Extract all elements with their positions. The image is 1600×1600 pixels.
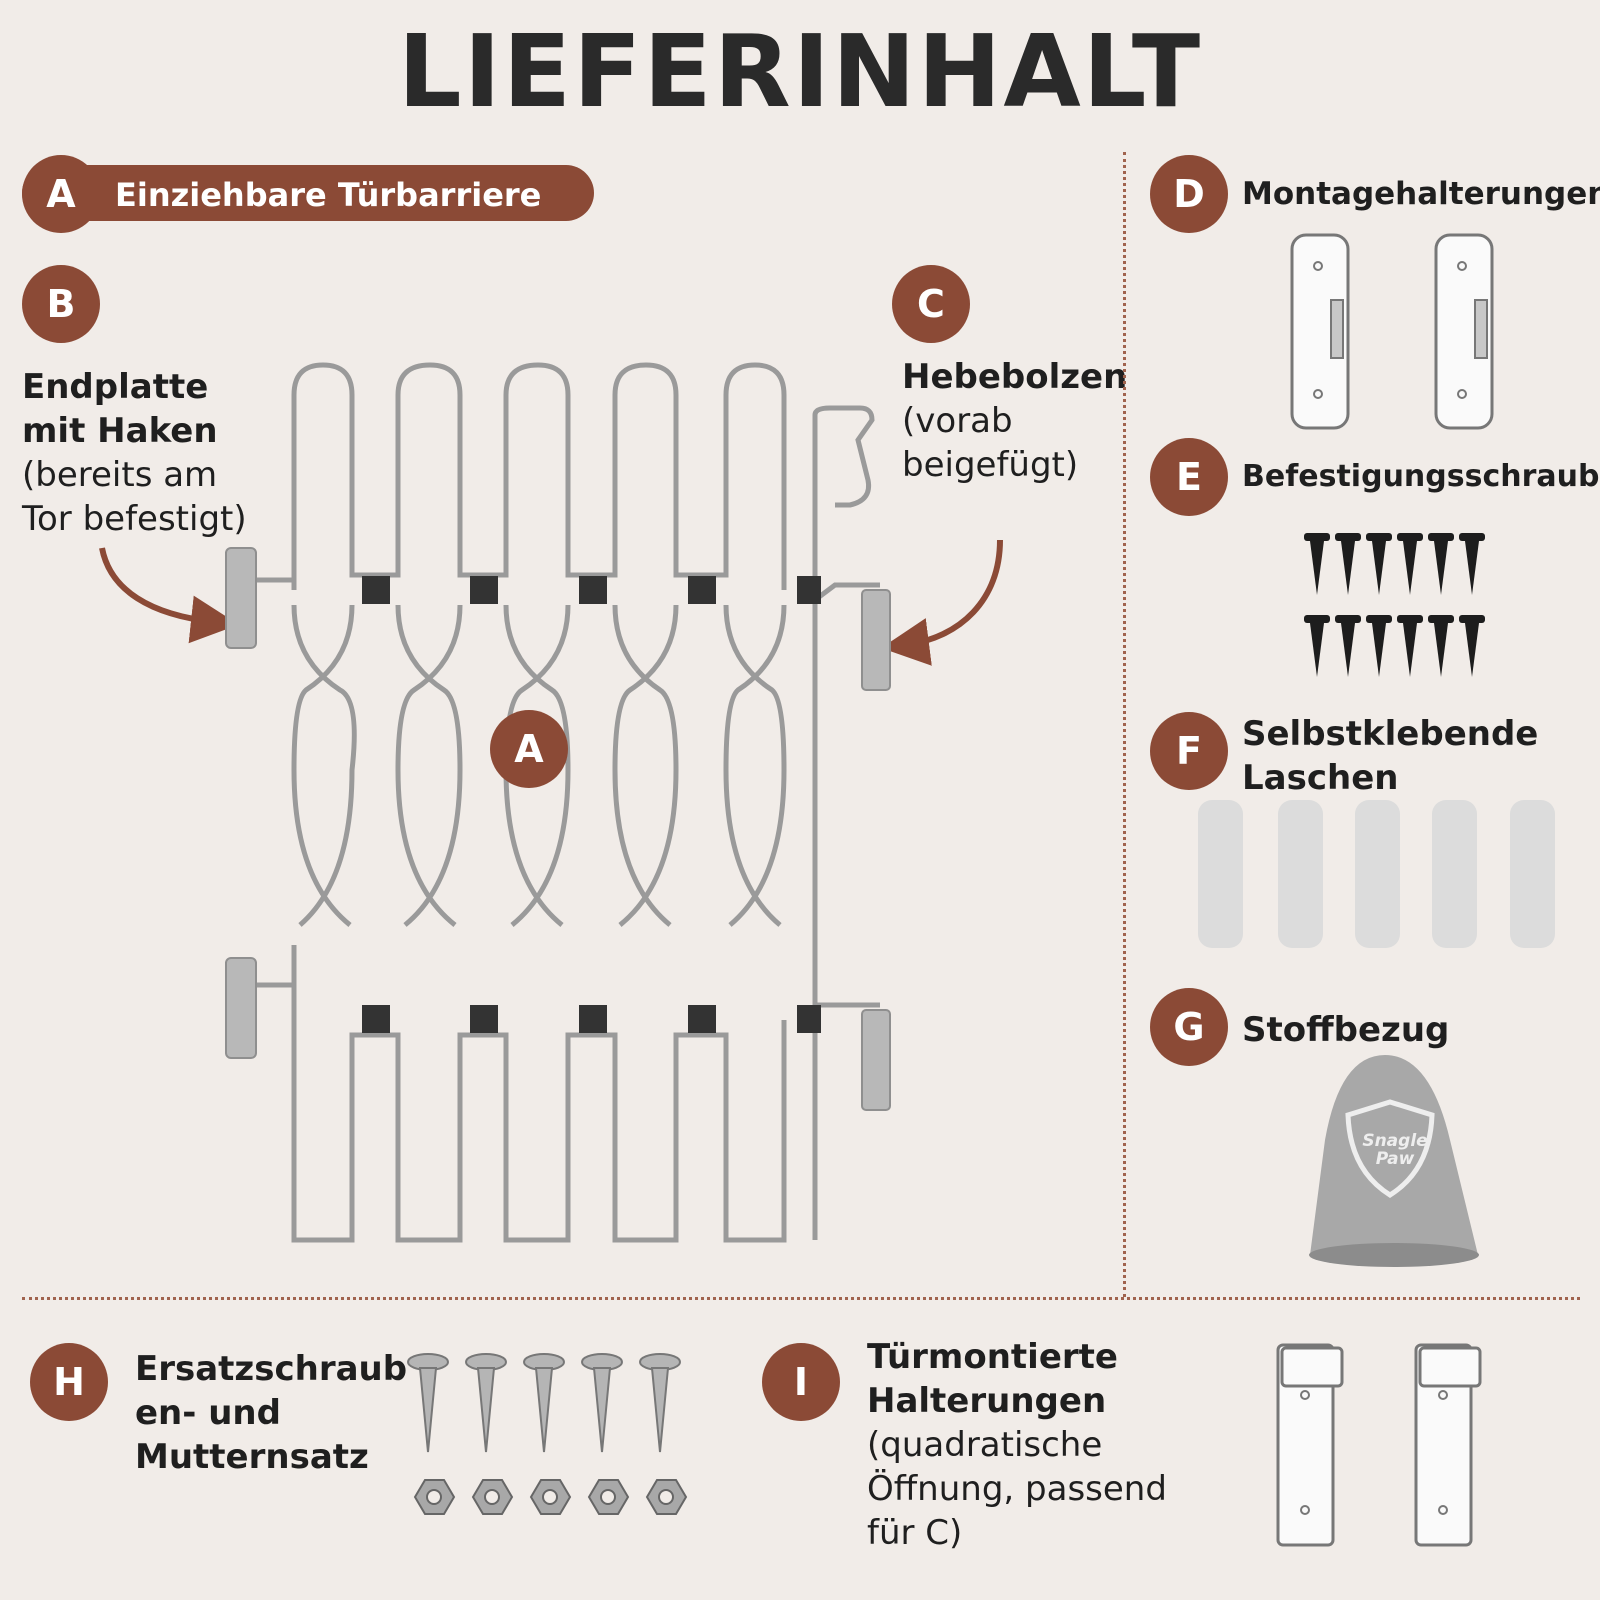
badge-h: H (30, 1343, 108, 1421)
item-b-line4: Tor befestigt) (22, 499, 247, 539)
fabric-cover-icon (1309, 1055, 1479, 1267)
item-f-line1: Selbstklebende (1242, 714, 1539, 754)
page-title: LIEFERINHALT (397, 13, 1203, 130)
horizontal-divider (22, 1297, 1580, 1300)
badge-gate-a: A (490, 710, 568, 788)
badge-f: F (1150, 712, 1228, 790)
item-h-line2: en- und (135, 1393, 281, 1433)
adhesive-tab (1278, 800, 1323, 948)
item-b-text: Endplatte mit Haken (bereits am Tor befe… (22, 365, 247, 541)
item-c-line1: Hebebolzen (902, 357, 1128, 397)
item-h-line3: Mutternsatz (135, 1437, 369, 1477)
item-a-label: Einziehbare Türbarriere (115, 176, 542, 214)
item-d-label: Montagehalterungen (1242, 176, 1600, 212)
steel-screw-icon (407, 1353, 681, 1453)
item-c-line2: (vorab (902, 401, 1013, 441)
item-b-line2: mit Haken (22, 411, 218, 451)
badge-b: B (22, 265, 100, 343)
badge-i: I (762, 1343, 840, 1421)
item-b-line1: Endplatte (22, 367, 209, 407)
badge-e: E (1150, 438, 1228, 516)
item-h-line1: Ersatzschraub (135, 1349, 408, 1389)
item-i-line5: für C) (867, 1513, 963, 1553)
item-c-line3: beigefügt) (902, 445, 1079, 485)
black-screw-icon (1304, 533, 1485, 677)
badge-c: C (892, 265, 970, 343)
mounting-bracket-icon (1290, 233, 1494, 430)
item-f-text: Selbstklebende Laschen (1242, 712, 1538, 800)
door-bracket-icon (1276, 1343, 1482, 1547)
item-e-label: Befestigungsschraube (1242, 459, 1600, 494)
item-b-line3: (bereits am (22, 455, 218, 495)
cover-logo: Snagle Paw (1362, 1131, 1428, 1169)
gate-illustration (252, 362, 880, 1243)
badge-g: G (1150, 988, 1228, 1066)
arrow-c-icon (881, 539, 1003, 666)
badge-a: A (22, 155, 100, 233)
item-i-line3: (quadratische (867, 1425, 1103, 1465)
item-i-line4: Öffnung, passend (867, 1469, 1167, 1509)
item-i-line1: Türmontierte (867, 1337, 1118, 1377)
item-h-text: Ersatzschraub en- und Mutternsatz (135, 1347, 407, 1479)
adhesive-tab (1432, 800, 1477, 948)
item-c-text: Hebebolzen (vorab beigefügt) (902, 355, 1127, 487)
arrow-b-icon (99, 547, 239, 644)
item-i-text: Türmontierte Halterungen (quadratische Ö… (867, 1335, 1167, 1555)
vertical-divider (1123, 152, 1126, 1297)
adhesive-tab (1198, 800, 1243, 948)
item-g-label: Stoffbezug (1242, 1010, 1450, 1050)
item-i-line2: Halterungen (867, 1381, 1107, 1421)
adhesive-tab (1510, 800, 1555, 948)
item-f-line2: Laschen (1242, 758, 1399, 798)
adhesive-tab (1355, 800, 1400, 948)
badge-d: D (1150, 155, 1228, 233)
item-a-pill (22, 165, 594, 221)
